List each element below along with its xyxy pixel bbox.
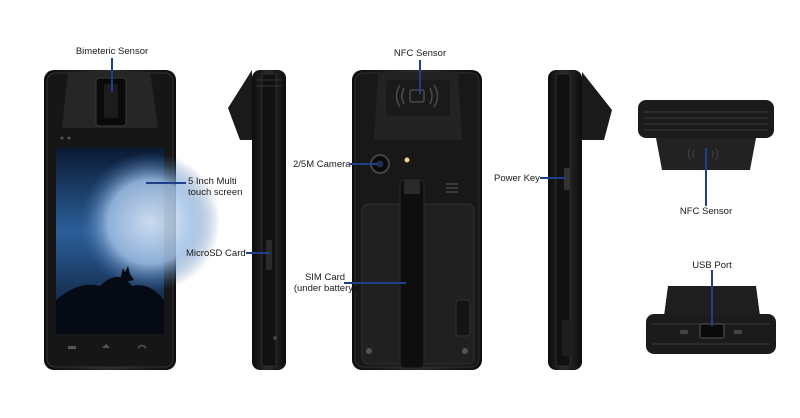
label-microsd-card: MicroSD Card xyxy=(186,248,246,259)
label-sim-card: SIM Card (under battery) xyxy=(290,272,360,294)
device-back-view xyxy=(352,70,482,370)
wolf-silhouette xyxy=(120,266,134,282)
home-icon[interactable] xyxy=(102,344,110,348)
menu-icon[interactable] xyxy=(68,346,76,349)
usb-port[interactable] xyxy=(699,323,725,339)
label-nfc-sensor-top: NFC Sensor xyxy=(393,48,447,59)
label-sim-card-line1: SIM Card xyxy=(304,272,346,283)
back-icon[interactable] xyxy=(137,344,147,349)
label-biometric-sensor: Bimeteric Sensor xyxy=(75,46,149,57)
leader-lines xyxy=(111,58,713,326)
label-power-key: Power Key xyxy=(494,173,540,184)
label-usb-port: USB Port xyxy=(692,260,732,271)
power-key[interactable] xyxy=(564,168,570,190)
label-camera: 2/5M Camera xyxy=(293,159,351,170)
label-touch-screen-line1: 5 Inch Multi xyxy=(188,176,237,187)
label-touch-screen: 5 Inch Multi touch screen xyxy=(188,176,242,198)
label-nfc-sensor-side: NFC Sensor xyxy=(679,206,733,217)
hand-strap xyxy=(399,179,425,369)
label-sim-card-line2: (under battery) xyxy=(293,283,357,294)
label-touch-screen-line2: touch screen xyxy=(188,187,243,198)
nfc-waves-icon xyxy=(395,84,439,108)
device-front-view xyxy=(44,70,220,370)
device-right-side-view xyxy=(548,70,612,370)
flash-led xyxy=(404,157,410,163)
microsd-slot[interactable] xyxy=(266,240,272,270)
device-left-side-view xyxy=(228,70,286,370)
